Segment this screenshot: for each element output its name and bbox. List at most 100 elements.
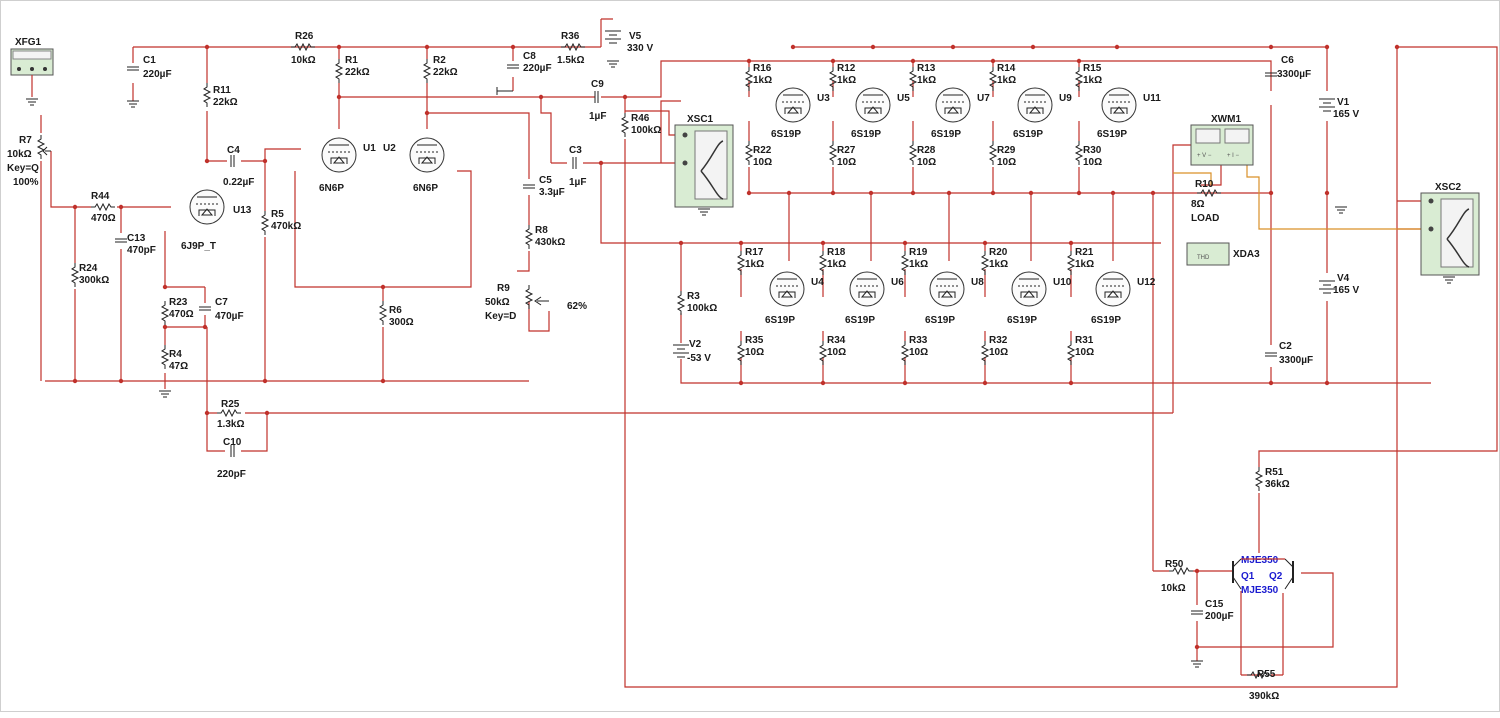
potentiometer-r9[interactable]: R9 50kΩ Key=D 62% <box>485 283 587 322</box>
tube-u13[interactable]: U13 6J9P_T <box>181 189 252 252</box>
oscilloscope-xsc1[interactable]: XSC1 <box>674 114 734 216</box>
component-value-label: 50kΩ <box>485 297 510 308</box>
component-value-label: 470Ω <box>169 309 194 320</box>
transistor-q2[interactable]: Q2 MJE350 <box>1241 558 1294 596</box>
component-value-label: 330 V <box>627 43 653 54</box>
component-value-label: 6N6P <box>319 183 344 194</box>
component-value-label: 1kΩ <box>837 75 856 86</box>
component-ref-label: R28 <box>917 145 936 156</box>
component-value-label: 165 V <box>1333 285 1359 296</box>
component-value-label: 1.3kΩ <box>217 419 244 430</box>
transistor-q1[interactable]: Q1 MJE350 <box>1232 555 1279 590</box>
tube-u2[interactable]: U2 6N6P <box>383 137 445 194</box>
component-value-label: 6S19P <box>1007 315 1037 326</box>
component-ref-label: U1 <box>363 143 376 154</box>
wattmeter-xwm1[interactable]: XWM1 + V − + I − <box>1190 114 1254 166</box>
capacitor-c5[interactable]: C53.3µF <box>522 175 565 198</box>
component-value-label: 100kΩ <box>687 303 717 314</box>
component-value-label: 100% <box>13 177 39 188</box>
component-value-label: 470kΩ <box>271 221 301 232</box>
component-value-label: 1kΩ <box>827 259 846 270</box>
component-ref-label: R35 <box>745 335 764 346</box>
component-ref-label: V4 <box>1337 273 1350 284</box>
component-value-label: 200µF <box>1205 611 1234 622</box>
oscilloscope-xsc2[interactable]: XSC2 <box>1420 182 1480 284</box>
function-generator-xfg1[interactable]: XFG1 <box>10 37 54 106</box>
component-value-label: 390kΩ <box>1249 691 1279 702</box>
distortion-analyzer-xda3[interactable]: THD XDA3 <box>1186 242 1260 266</box>
component-value-label: 300kΩ <box>79 275 109 286</box>
capacitor-c4[interactable]: C40.22µF <box>223 145 254 188</box>
tube-u1[interactable]: U1 6N6P <box>319 137 376 194</box>
component-value-label: 1kΩ <box>917 75 936 86</box>
component-value-label: 470pF <box>127 245 156 256</box>
potentiometer-r7[interactable]: R7 10kΩ Key=Q 100% <box>7 134 51 188</box>
component-ref-label: R32 <box>989 335 1008 346</box>
dc-source-v2[interactable]: V2-53 V <box>672 339 711 364</box>
component-ref-label: C1 <box>143 55 156 66</box>
